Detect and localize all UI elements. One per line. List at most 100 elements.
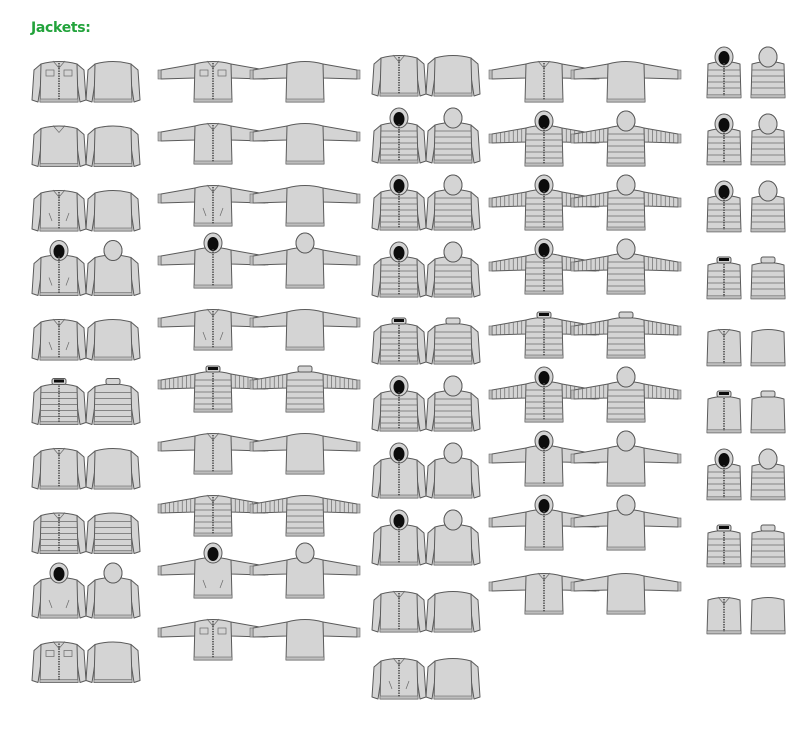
front-view (31, 125, 87, 167)
front-view (371, 590, 427, 633)
back-view (570, 494, 682, 551)
jacket-flat-sketch[interactable] (31, 60, 141, 103)
jacket-flat-sketch[interactable] (157, 60, 361, 103)
jacket-flat-sketch[interactable] (157, 122, 361, 165)
jacket-flat-sketch[interactable] (31, 378, 141, 425)
front-view (488, 366, 600, 423)
jacket-flat-sketch[interactable] (488, 174, 682, 231)
vest-flat-sketch[interactable] (706, 180, 786, 233)
front-view (706, 113, 742, 166)
jacket-flat-sketch[interactable] (371, 54, 481, 97)
back-view (425, 241, 481, 298)
jacket-flat-sketch[interactable] (488, 494, 682, 551)
back-view (85, 641, 141, 683)
back-view (249, 495, 361, 537)
jacket-flat-sketch[interactable] (31, 189, 141, 232)
jacket-flat-sketch[interactable] (31, 512, 141, 554)
jacket-flat-sketch[interactable] (488, 60, 682, 103)
jacket-flat-sketch[interactable] (371, 509, 481, 566)
front-view (488, 430, 600, 487)
jacket-flat-sketch[interactable] (371, 107, 481, 164)
back-view (750, 448, 786, 501)
vest-flat-sketch[interactable] (706, 46, 786, 99)
jacket-flat-sketch[interactable] (371, 317, 481, 365)
front-view (157, 122, 269, 165)
jacket-flat-sketch[interactable] (488, 572, 682, 615)
front-view (488, 60, 600, 103)
front-view (706, 596, 742, 635)
back-view (425, 375, 481, 432)
jacket-flat-sketch[interactable] (157, 542, 361, 599)
vest-flat-sketch[interactable] (706, 328, 786, 367)
jacket-flat-sketch[interactable] (157, 308, 361, 351)
jacket-flat-sketch[interactable] (31, 318, 141, 361)
back-view (750, 256, 786, 300)
jacket-flat-sketch[interactable] (488, 238, 682, 295)
back-view (85, 448, 141, 490)
front-view (706, 180, 742, 233)
vest-flat-sketch[interactable] (706, 390, 786, 434)
back-view (425, 591, 481, 633)
back-view (85, 378, 141, 425)
back-view (570, 61, 682, 103)
back-view (85, 319, 141, 361)
front-view (157, 618, 269, 661)
front-view (157, 432, 269, 475)
front-view (706, 524, 742, 568)
back-view (249, 619, 361, 661)
front-view (31, 240, 87, 296)
jacket-flat-sketch[interactable] (31, 641, 141, 683)
jacket-flat-sketch[interactable] (157, 184, 361, 227)
front-view (371, 657, 427, 700)
front-view (31, 318, 87, 361)
jacket-flat-sketch[interactable] (31, 562, 141, 619)
back-view (249, 61, 361, 103)
back-view (85, 190, 141, 232)
jacket-flat-sketch[interactable] (157, 365, 361, 413)
back-view (425, 509, 481, 566)
jacket-flat-sketch[interactable] (371, 442, 481, 499)
back-view (249, 185, 361, 227)
jacket-flat-sketch[interactable] (157, 494, 361, 537)
front-view (706, 390, 742, 434)
front-view (706, 328, 742, 367)
jacket-flat-sketch[interactable] (371, 657, 481, 700)
jacket-flat-sketch[interactable] (157, 618, 361, 661)
back-view (570, 311, 682, 359)
front-view (488, 494, 600, 551)
front-view (706, 448, 742, 501)
back-view (249, 123, 361, 165)
vest-flat-sketch[interactable] (706, 256, 786, 300)
vest-flat-sketch[interactable] (706, 448, 786, 501)
jacket-flat-sketch[interactable] (31, 240, 141, 296)
back-view (85, 240, 141, 296)
front-view (157, 494, 269, 537)
back-view (570, 573, 682, 615)
jacket-flat-sketch[interactable] (371, 375, 481, 432)
front-view (31, 512, 87, 554)
jacket-flat-sketch[interactable] (157, 432, 361, 475)
vest-flat-sketch[interactable] (706, 113, 786, 166)
jacket-flat-sketch[interactable] (31, 125, 141, 167)
jacket-flat-sketch[interactable] (157, 232, 361, 289)
vest-flat-sketch[interactable] (706, 596, 786, 635)
jacket-flat-sketch[interactable] (488, 366, 682, 423)
back-view (425, 442, 481, 499)
jacket-flat-sketch[interactable] (371, 590, 481, 633)
back-view (425, 55, 481, 97)
back-view (425, 658, 481, 700)
jacket-flat-sketch[interactable] (488, 311, 682, 359)
back-view (85, 61, 141, 103)
front-view (157, 365, 269, 413)
vest-flat-sketch[interactable] (706, 524, 786, 568)
jacket-flat-sketch[interactable] (488, 110, 682, 167)
jacket-flat-sketch[interactable] (371, 241, 481, 298)
back-view (425, 174, 481, 231)
jacket-flat-sketch[interactable] (488, 430, 682, 487)
back-view (85, 512, 141, 554)
jacket-flat-sketch[interactable] (31, 447, 141, 490)
back-view (249, 309, 361, 351)
back-view (85, 125, 141, 167)
front-view (706, 256, 742, 300)
jacket-flat-sketch[interactable] (371, 174, 481, 231)
